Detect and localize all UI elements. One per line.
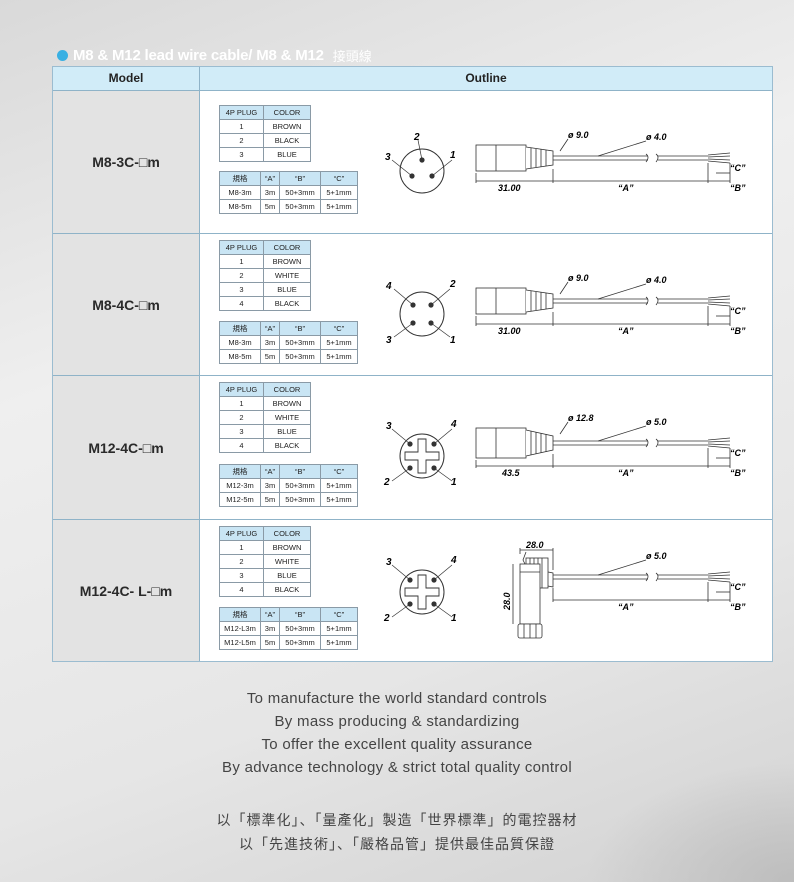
svg-text:ø 12.8: ø 12.8 <box>568 413 594 423</box>
svg-text:4: 4 <box>450 419 457 430</box>
svg-text:1: 1 <box>451 477 457 488</box>
section-heading: M8 & M12 lead wire cable/ M8 & M12 接頭線 <box>57 46 372 64</box>
svg-text:ø 4.0: ø 4.0 <box>646 132 667 142</box>
header-model: Model <box>53 67 200 90</box>
svg-text:ø 9.0: ø 9.0 <box>568 273 589 283</box>
svg-text:“B”: “B” <box>730 468 746 478</box>
svg-text:28.0: 28.0 <box>502 592 512 611</box>
svg-text:“B”: “B” <box>730 326 746 336</box>
background-corner <box>584 762 794 882</box>
svg-text:28.0: 28.0 <box>525 540 544 550</box>
model-name: M12-4C-□m <box>53 376 200 519</box>
svg-text:“A”: “A” <box>618 602 634 612</box>
svg-text:3: 3 <box>386 421 392 432</box>
svg-text:“B”: “B” <box>730 183 746 193</box>
slogan-chinese: 以「標準化」、「量產化」製造「世界標準」的電控器材 以「先進技術」、「嚴格品管」… <box>216 812 578 852</box>
svg-text:1: 1 <box>451 613 457 624</box>
svg-text:2: 2 <box>413 132 420 143</box>
svg-text:“C”: “C” <box>730 582 746 592</box>
svg-text:“C”: “C” <box>730 163 746 173</box>
heading-zh: 接頭線 <box>332 48 372 64</box>
svg-text:ø 5.0: ø 5.0 <box>646 551 667 561</box>
cable-outline-straight: ø 9.0 ø 4.0 31.00 “A” “C” “B” <box>475 273 746 336</box>
svg-text:2: 2 <box>383 613 390 624</box>
svg-text:2: 2 <box>383 477 390 488</box>
svg-text:“A”: “A” <box>618 468 634 478</box>
svg-text:31.00: 31.00 <box>498 326 521 336</box>
model-name: M8-4C-□m <box>53 234 200 375</box>
pin-layout-4p: 4 2 3 1 <box>385 279 456 346</box>
svg-text:2: 2 <box>449 279 456 290</box>
svg-text:43.5: 43.5 <box>501 468 521 478</box>
svg-text:ø 5.0: ø 5.0 <box>646 417 667 427</box>
svg-text:4: 4 <box>450 555 457 566</box>
svg-text:3: 3 <box>386 557 392 568</box>
svg-text:1: 1 <box>450 150 456 161</box>
pin-layout-m12: 3 4 2 1 <box>383 419 457 488</box>
svg-text:31.00: 31.00 <box>498 183 521 193</box>
svg-text:4: 4 <box>385 281 392 292</box>
header-outline: Outline <box>465 71 507 85</box>
pin-layout-3p: 2 3 1 <box>385 132 456 194</box>
svg-text:“B”: “B” <box>730 602 746 612</box>
svg-text:“C”: “C” <box>730 448 746 458</box>
svg-text:3: 3 <box>386 335 392 346</box>
model-name: M12-4C- L-□m <box>53 520 200 661</box>
heading-en: M8 & M12 lead wire cable/ M8 & M12 <box>73 46 324 64</box>
svg-text:ø 4.0: ø 4.0 <box>646 275 667 285</box>
slogan-english: To manufacture the world standard contro… <box>222 690 572 776</box>
svg-text:1: 1 <box>450 335 456 346</box>
cable-outline-right-angle: 28.0 ø 5.0 28.0 “A” “C” “B” <box>502 540 746 639</box>
svg-text:“C”: “C” <box>730 306 746 316</box>
pin-layout-m12: 3 4 2 1 <box>383 555 457 624</box>
model-name: M8-3C-□m <box>53 91 200 233</box>
svg-text:“A”: “A” <box>618 183 634 193</box>
cable-outline-straight: ø 9.0 ø 4.0 31.00 “A” “C” “B” <box>475 130 746 193</box>
svg-text:ø 9.0: ø 9.0 <box>568 130 589 140</box>
svg-text:“A”: “A” <box>618 326 634 336</box>
table-header: Model Outline <box>53 67 772 91</box>
cable-outline-straight: ø 12.8 ø 5.0 43.5 “A” “C” “B” <box>475 413 746 478</box>
bullet-dot-icon <box>57 49 68 61</box>
svg-text:3: 3 <box>385 152 391 163</box>
